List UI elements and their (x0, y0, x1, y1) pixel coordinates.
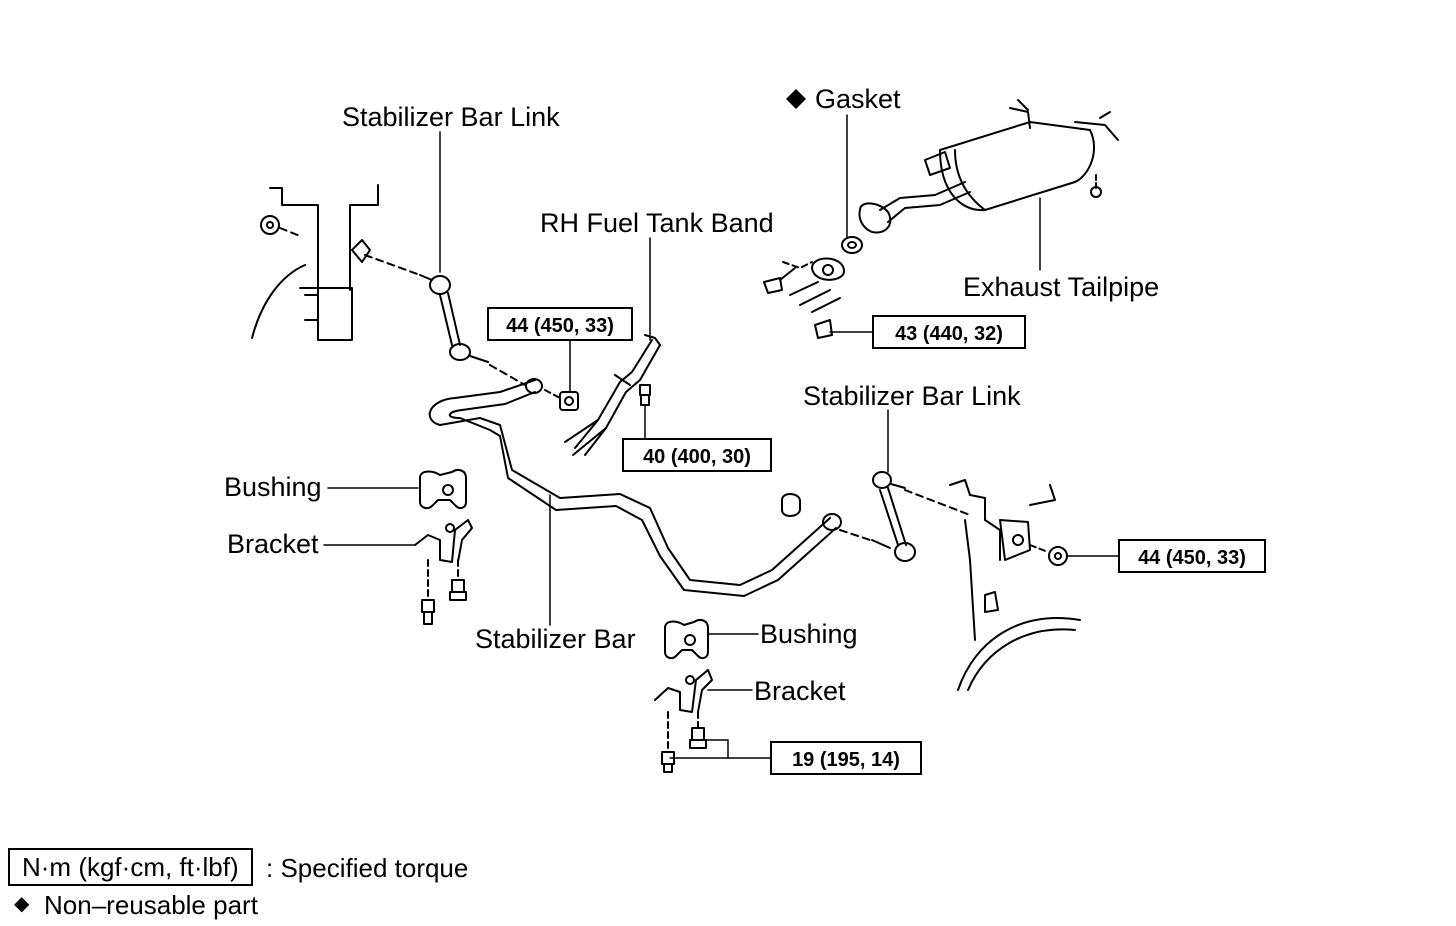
label-stabilizer-bar: Stabilizer Bar (475, 624, 636, 654)
label-bracket-right: Bracket (754, 676, 846, 706)
label-bushing-left: Bushing (224, 472, 322, 502)
leader-lines (323, 114, 1119, 759)
legend-torque-desc: : Specified torque (266, 853, 469, 883)
left-stabilizer-link (419, 274, 489, 363)
rh-fuel-tank-band (564, 334, 661, 456)
left-strut (251, 184, 379, 341)
right-stabilizer-link (871, 471, 916, 562)
legend-nonreusable-desc: Non–reusable part (44, 890, 258, 920)
label-exhaust-tailpipe: Exhaust Tailpipe (963, 272, 1160, 302)
stabilizer-bar (428, 378, 842, 597)
label-gasket: Gasket (815, 84, 901, 114)
exhaust-bolt-right (814, 319, 833, 339)
torque-box-bracket-bolts: 19 (195, 14) (770, 741, 922, 775)
exhaust-bolt-left (763, 267, 796, 294)
label-stabilizer-bar-link-right: Stabilizer Bar Link (803, 381, 1021, 411)
bar-left-nut-dash (544, 389, 561, 399)
label-rh-fuel-tank-band: RH Fuel Tank Band (540, 208, 774, 238)
right-bracket (654, 669, 713, 713)
right-knuckle-nut-dash (1029, 544, 1049, 553)
left-link-dash-lower (489, 364, 526, 386)
gasket-ring (841, 236, 863, 254)
fuel-band-bolt (639, 384, 651, 406)
right-link-dash (839, 489, 971, 541)
torque-box-tailpipe: 43 (440, 32) (872, 315, 1026, 349)
right-bracket-dash (667, 711, 699, 751)
torque-box-link-right: 44 (450, 33) (1118, 539, 1266, 573)
exhaust-bolt-left-dash (782, 261, 813, 269)
left-strut-nut (260, 215, 280, 235)
label-bushing-right: Bushing (760, 619, 858, 649)
right-knuckle-nut (1048, 546, 1068, 566)
legend-torque-units: N·m (kgf·cm, ft·lbf) (8, 848, 253, 886)
left-strut-nut-dash (279, 227, 301, 237)
torque-box-fuel-band: 40 (400, 30) (622, 438, 772, 472)
left-bracket-bolts (421, 579, 467, 625)
exhaust-pipe (858, 181, 971, 234)
bar-left-nut (559, 391, 579, 411)
right-bushing (664, 619, 709, 660)
torque-box-link-left: 44 (450, 33) (487, 307, 633, 341)
left-bushing (419, 469, 467, 510)
label-bracket-left: Bracket (227, 529, 319, 559)
gasket-diamond-icon (786, 89, 806, 109)
legend-diamond-icon: ◆ (14, 893, 30, 915)
exhaust-flange (789, 257, 845, 313)
label-stabilizer-bar-link-left: Stabilizer Bar Link (342, 102, 560, 132)
left-bracket-dash (427, 559, 459, 601)
right-knuckle (949, 479, 1081, 691)
left-link-dash-upper (364, 254, 421, 276)
right-small-bushing (781, 493, 801, 517)
left-bracket (414, 519, 473, 563)
exhaust-muffler (924, 99, 1119, 212)
